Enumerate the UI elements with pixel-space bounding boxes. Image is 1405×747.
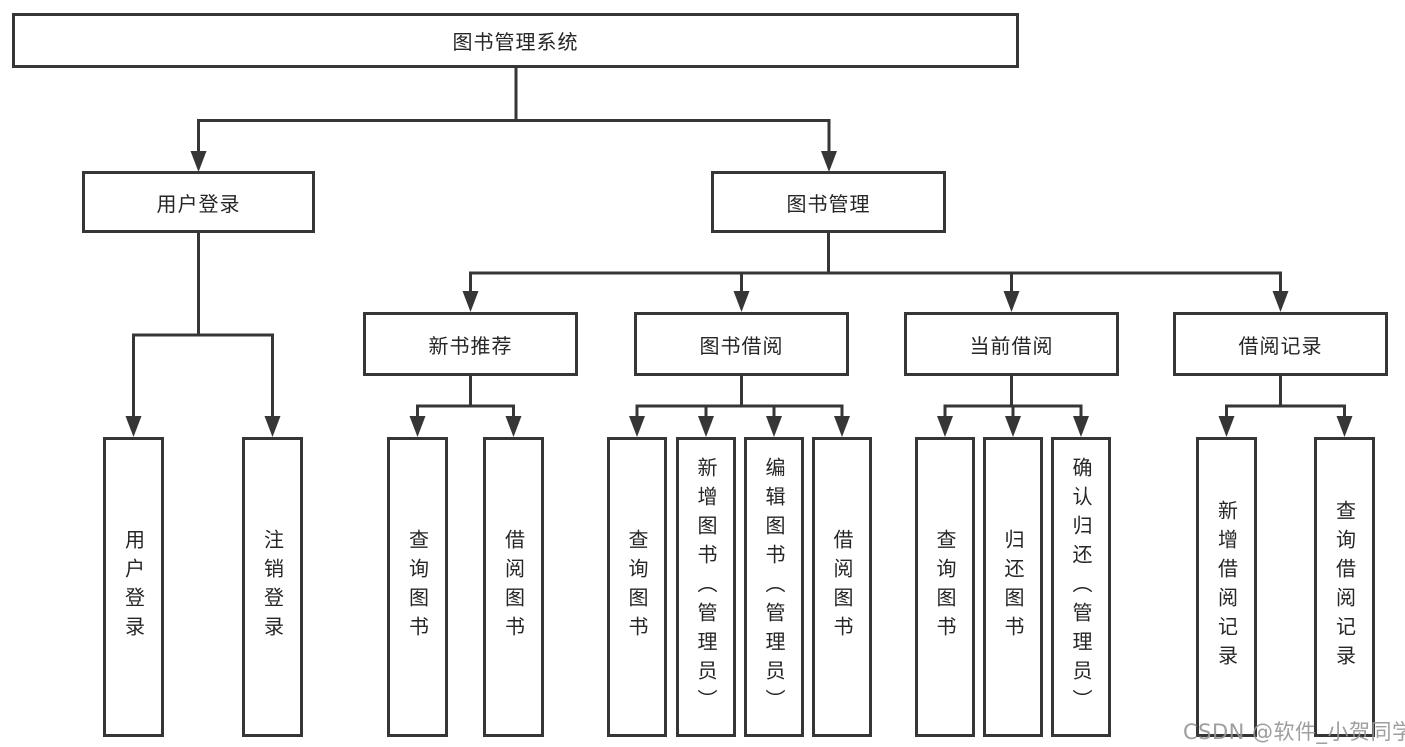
leaf-logout-label: 注销登录: [260, 529, 285, 645]
leaf-confirm-return-admin-label: 确认归还（管理员）: [1069, 456, 1093, 718]
leaf-borrow-books-borrowing-label: 借阅图书: [830, 529, 854, 645]
user-login-branch-label: 用户登录: [156, 191, 241, 216]
leaf-user-login: 用户登录: [103, 437, 164, 737]
current-borrowing-label: 当前借阅: [969, 333, 1054, 358]
leaf-return-books: 归还图书: [983, 437, 1043, 737]
node-user-login-branch: 用户登录: [82, 171, 315, 233]
leaf-add-borrow-record: 新增借阅记录: [1196, 437, 1257, 737]
book-borrowing-label: 图书借阅: [699, 333, 784, 358]
leaf-query-books-current-label: 查询图书: [933, 529, 957, 645]
leaf-query-books-current: 查询图书: [915, 437, 975, 737]
leaf-query-borrow-record: 查询借阅记录: [1314, 437, 1375, 737]
leaf-user-login-label: 用户登录: [121, 529, 146, 645]
root-label: 图书管理系统: [452, 30, 579, 54]
borrowing-records-label: 借阅记录: [1238, 333, 1323, 358]
watermark-text: CSDN @软件_小贺同学: [1183, 720, 1405, 744]
leaf-borrow-books-recommend: 借阅图书: [483, 437, 544, 737]
leaf-logout: 注销登录: [242, 437, 303, 737]
book-management-label: 图书管理: [786, 191, 871, 216]
leaf-borrow-books-recommend-label: 借阅图书: [501, 529, 526, 645]
leaf-query-borrow-record-label: 查询借阅记录: [1332, 500, 1357, 674]
leaf-return-books-label: 归还图书: [1001, 529, 1025, 645]
node-borrowing-records: 借阅记录: [1173, 312, 1388, 376]
node-root: 图书管理系统: [12, 13, 1019, 68]
leaf-add-borrow-record-label: 新增借阅记录: [1214, 500, 1239, 674]
leaf-query-books-borrowing: 查询图书: [607, 437, 667, 737]
node-book-borrowing: 图书借阅: [634, 312, 849, 376]
leaf-query-books-recommend-label: 查询图书: [405, 529, 430, 645]
leaf-edit-books-admin: 编辑图书（管理员）: [744, 437, 804, 737]
leaf-query-books-borrowing-label: 查询图书: [625, 529, 649, 645]
leaf-borrow-books-borrowing: 借阅图书: [812, 437, 872, 737]
leaf-confirm-return-admin: 确认归还（管理员）: [1051, 437, 1111, 737]
leaf-query-books-recommend: 查询图书: [387, 437, 448, 737]
leaf-edit-books-admin-label: 编辑图书（管理员）: [762, 456, 786, 718]
node-book-management: 图书管理: [711, 171, 946, 233]
new-book-recommendation-label: 新书推荐: [428, 333, 513, 358]
node-new-book-recommendation: 新书推荐: [363, 312, 578, 376]
node-current-borrowing: 当前借阅: [904, 312, 1119, 376]
leaf-add-books-admin-label: 新增图书（管理员）: [694, 456, 718, 718]
leaf-add-books-admin: 新增图书（管理员）: [676, 437, 736, 737]
